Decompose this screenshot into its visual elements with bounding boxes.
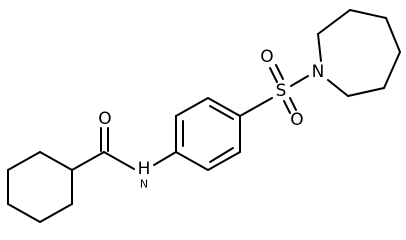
bond (289, 97, 297, 111)
sulfonyl-oxygen-top-label: O (260, 47, 273, 67)
bond (207, 97, 241, 117)
bond (383, 51, 401, 89)
bond (175, 97, 209, 117)
bond (317, 33, 322, 62)
bond (327, 79, 349, 97)
benzene-ring (175, 97, 241, 171)
bond (71, 151, 105, 171)
amide-nitrogen-h-label: H (138, 159, 151, 179)
bond (103, 151, 135, 170)
bond (275, 64, 284, 80)
bond (209, 147, 234, 163)
bond (349, 9, 387, 19)
azepane-nitrogen-label: N (312, 62, 325, 82)
bond (317, 9, 351, 35)
bond (283, 100, 291, 114)
carbonyl-oxygen-label: O (98, 109, 111, 129)
bond (175, 151, 209, 171)
amide-group (71, 127, 135, 171)
amide-nitrogen-label: N (140, 178, 148, 191)
bond (239, 97, 273, 117)
bond (290, 75, 309, 87)
cyclohexane-ring (7, 151, 73, 223)
sulfur-label: S (276, 81, 287, 101)
sulfonyl-oxygen-bottom-label: O (290, 110, 303, 130)
bond (39, 151, 73, 171)
bond (153, 151, 177, 166)
bond (39, 203, 73, 223)
bond (209, 105, 234, 120)
bond (7, 203, 41, 223)
bond (207, 151, 241, 171)
bond (385, 17, 401, 53)
bond (347, 87, 385, 97)
azepane-ring (317, 9, 401, 97)
bond (269, 67, 278, 83)
bond (7, 151, 41, 171)
